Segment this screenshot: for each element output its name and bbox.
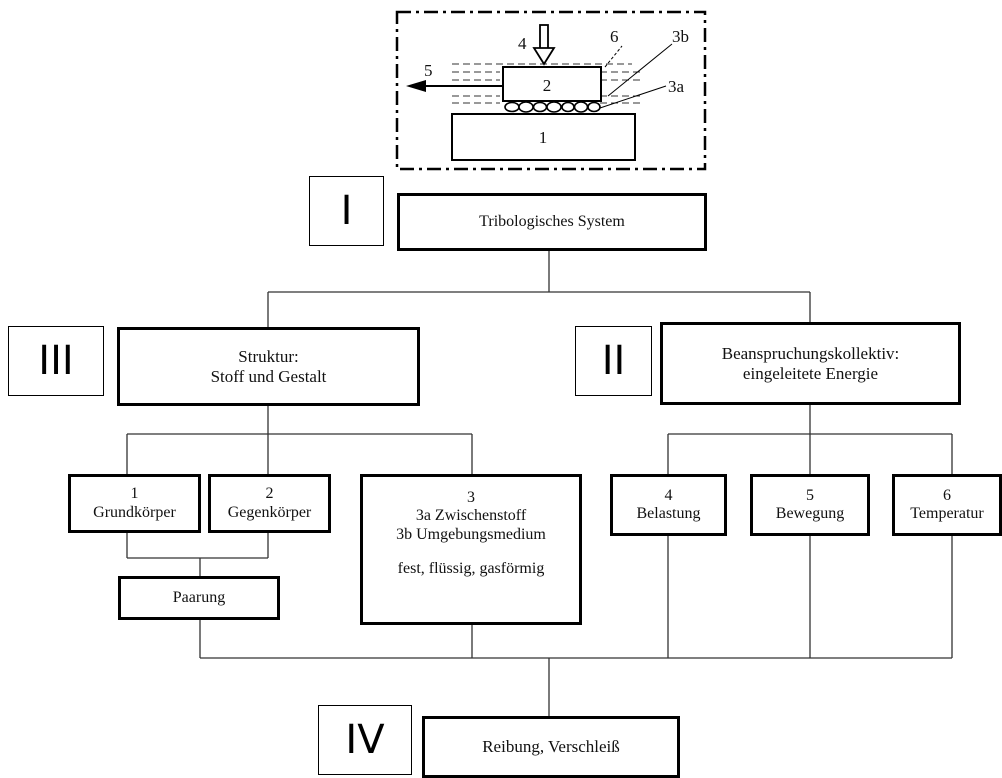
roman-marker-iii: III [8, 326, 104, 396]
roman-marker-i: I [309, 176, 384, 246]
base-body-box: 1 Grundkörper [68, 474, 201, 533]
sketch-label-5: 5 [424, 61, 433, 80]
temperature-label: Temperatur [910, 505, 984, 522]
loading-label: Belastung [636, 505, 701, 522]
roman-marker-ii: II [575, 326, 652, 396]
motion-box: 5 Bewegung [750, 474, 870, 536]
intermediate-box: 3 3a Zwischenstoff 3b Umgebungsmedium fe… [360, 474, 582, 625]
counter-body-shape [502, 66, 602, 102]
sketch-frame [395, 10, 707, 171]
system-box: Tribologisches System [397, 193, 707, 251]
intermediate-line-2: 3b Umgebungsmedium [396, 525, 546, 543]
load-collective-line-1: Beanspruchungskollektiv: [721, 343, 900, 363]
structure-line-2: Stoff und Gestalt [210, 366, 327, 386]
temperature-box: 6 Temperatur [892, 474, 1002, 536]
temperature-number: 6 [943, 486, 951, 504]
base-body-shape [451, 113, 636, 161]
sketch-label-6: 6 [610, 27, 619, 46]
pairing-box: Paarung [118, 576, 280, 620]
intermediate-number: 3 [467, 489, 475, 506]
pairing-label: Paarung [172, 588, 226, 606]
loading-box: 4 Belastung [610, 474, 727, 536]
medium-dashes [452, 63, 640, 104]
sketch-label-3b: 3b [672, 27, 689, 46]
connector-lines [126, 251, 953, 716]
counter-body-label: Gegenkörper [227, 503, 312, 521]
base-body-number: 1 [130, 485, 139, 503]
load-collective-box: Beanspruchungskollektiv: eingeleitete En… [660, 322, 961, 405]
motion-label: Bewegung [775, 505, 845, 522]
sketch-label-1: 1 [539, 128, 548, 147]
load-arrow [532, 24, 556, 66]
sketch-label-3a: 3a [668, 77, 685, 96]
system-title: Tribologisches System [479, 212, 625, 230]
structure-line-1: Struktur: [238, 346, 299, 366]
leader-lines [599, 43, 673, 109]
counter-body-number: 2 [265, 485, 274, 503]
sketch-label-4: 4 [518, 34, 527, 53]
intermediate-line-3: fest, flüssig, gasförmig [397, 560, 545, 578]
roman-marker-iv: IV [318, 705, 412, 775]
sketch-label-2: 2 [543, 76, 552, 95]
motion-arrow [406, 80, 503, 92]
result-label: Reibung, Verschleiß [482, 737, 620, 757]
load-collective-line-2: eingeleitete Energie [742, 363, 879, 383]
counter-body-box: 2 Gegenkörper [208, 474, 331, 533]
structure-box: Struktur: Stoff und Gestalt [117, 327, 420, 406]
result-box: Reibung, Verschleiß [422, 716, 680, 778]
motion-number: 5 [806, 486, 814, 504]
intermediate-line-1: 3a Zwischenstoff [415, 507, 527, 525]
base-body-label: Grundkörper [93, 503, 176, 521]
loading-number: 4 [664, 486, 673, 504]
interfacial-particles [504, 101, 601, 113]
